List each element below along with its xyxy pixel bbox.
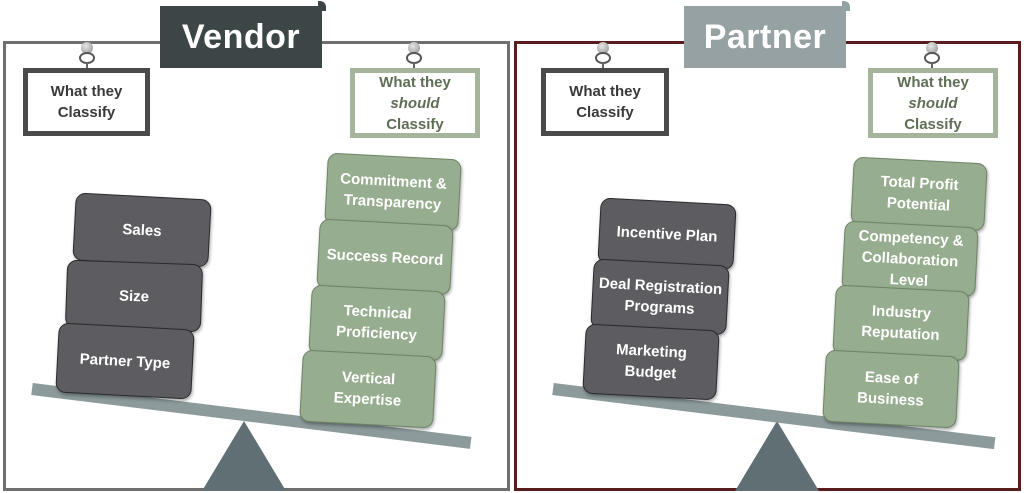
- sign-line: Classify: [386, 115, 444, 133]
- sign-line-emphasis: should: [908, 94, 958, 112]
- block-label: Technical Proficiency: [335, 302, 418, 345]
- partner-should-classify-block: Total Profit Potential: [850, 156, 988, 232]
- sign-line: Classify: [576, 104, 634, 121]
- vendor-should-classify-block: Vertical Expertise: [299, 349, 437, 429]
- partner-fulcrum: [735, 421, 819, 491]
- vendor-classify-block: Size: [64, 259, 204, 333]
- block-label: Incentive Plan: [616, 222, 718, 246]
- block-label: Deal Registration Programs: [598, 274, 723, 318]
- sign-line: Classify: [57, 104, 116, 121]
- vendor-title-banner: Vendor: [160, 1, 326, 68]
- sign-line: Classify: [904, 115, 962, 133]
- vendor-should-classify-sign: What they should Classify: [350, 68, 480, 138]
- sign-line: What they: [379, 73, 451, 91]
- block-label: Total Profit Potential: [880, 172, 959, 215]
- partner-classify-sign: What they Classify: [541, 68, 669, 136]
- sign-line: What they: [897, 73, 969, 91]
- sign-line: What they: [50, 83, 123, 100]
- block-label: Competency & Collaboration Level: [858, 226, 964, 290]
- block-label: Sales: [121, 220, 163, 240]
- banner-curl: [318, 1, 326, 11]
- partner-title: Partner: [703, 17, 827, 56]
- partner-title-banner: Partner: [684, 1, 850, 68]
- partner-should-classify-block: Ease of Business: [822, 349, 960, 429]
- vendor-should-classify-block: Success Record: [316, 218, 454, 296]
- block-label: Industry Reputation: [860, 302, 940, 345]
- block-label: Marketing Budget: [615, 341, 688, 383]
- vendor-classify-block: Partner Type: [55, 322, 195, 400]
- vendor-fulcrum: [202, 421, 286, 491]
- sign-line-emphasis: should: [390, 94, 440, 112]
- block-label: Partner Type: [79, 350, 171, 372]
- nail-icon: [593, 42, 613, 76]
- banner-curl: [842, 1, 850, 11]
- block-label: Commitment & Transparency: [339, 170, 448, 214]
- partner-should-classify-block: Industry Reputation: [832, 284, 970, 362]
- partner-should-classify-sign: What they should Classify: [868, 68, 998, 138]
- block-label: Success Record: [326, 245, 444, 269]
- block-label: Vertical Expertise: [333, 368, 402, 410]
- vendor-title: Vendor: [181, 17, 301, 56]
- block-label: Ease of Business: [856, 368, 925, 410]
- sign-line: What they: [569, 83, 641, 100]
- block-label: Size: [118, 286, 150, 306]
- partner-classify-block: Marketing Budget: [582, 323, 720, 401]
- vendor-classify-block: Sales: [72, 192, 212, 268]
- vendor-classify-sign: What they Classify: [23, 68, 150, 136]
